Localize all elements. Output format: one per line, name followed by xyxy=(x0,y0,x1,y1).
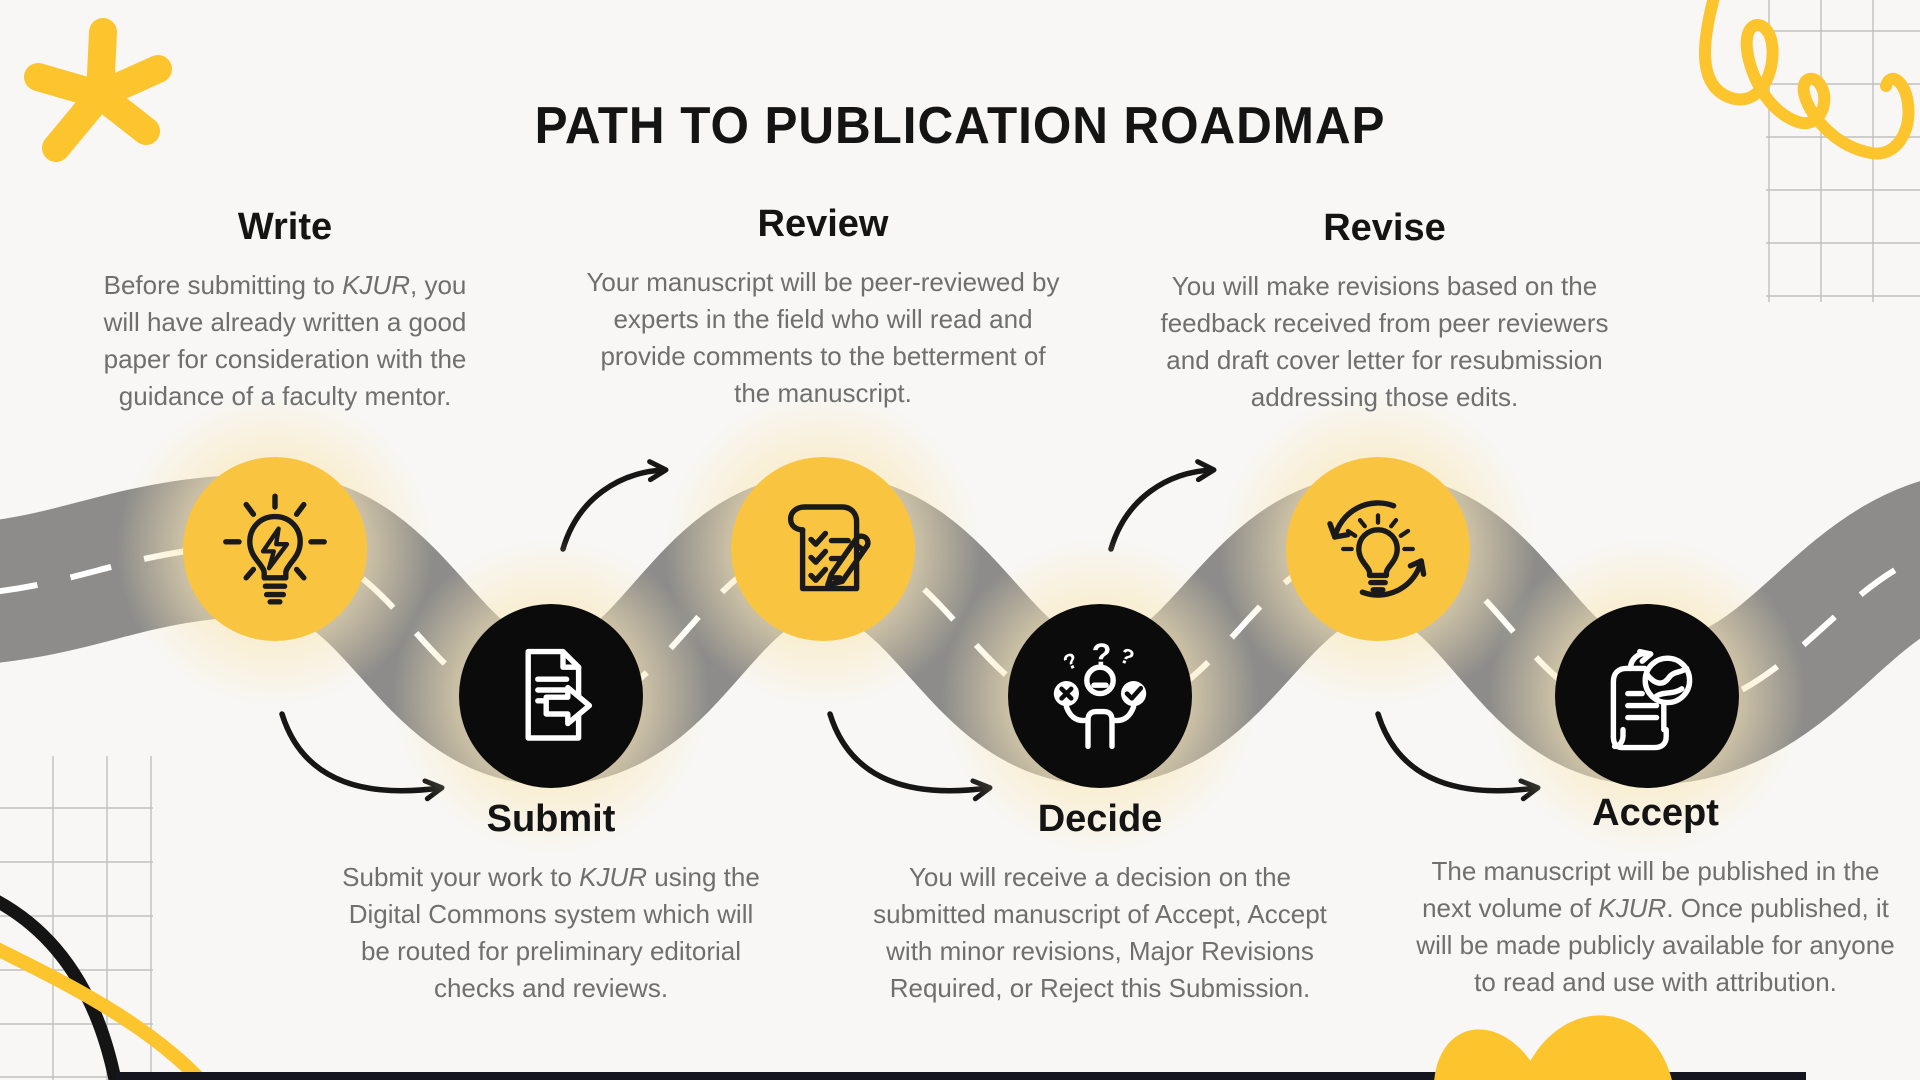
checklist-pencil-icon xyxy=(787,504,871,592)
black-arc-decoration xyxy=(0,895,122,1080)
step-submit-node xyxy=(459,604,643,788)
bottom-bar xyxy=(116,1072,1806,1080)
decision-person-icon: ? ? ? xyxy=(1053,637,1147,750)
step-decide-title: Decide xyxy=(1037,798,1163,840)
step-accept-description: The manuscript will be published in the … xyxy=(1416,856,1895,997)
step-accept-title: Accept xyxy=(1592,792,1719,834)
blob-decoration xyxy=(1433,1015,1676,1080)
lightbulb-cycle-icon xyxy=(1327,500,1427,598)
step-accept-text: Accept The manuscript will be published … xyxy=(1408,792,1903,1001)
squiggle-decoration xyxy=(1699,0,1915,160)
arrow-write-to-submit xyxy=(279,711,445,802)
step-decide-node: ? ? ? xyxy=(1008,604,1192,788)
step-decide-text: Decide You will receive a decision on th… xyxy=(850,798,1350,1007)
step-write-description: Before submitting to KJUR, you will have… xyxy=(103,270,467,411)
arrow-review-to-decide xyxy=(827,711,993,802)
step-submit-text: Submit Submit your work to KJUR using th… xyxy=(331,798,771,1007)
arrow-revise-to-accept xyxy=(1375,711,1541,802)
svg-text:?: ? xyxy=(1092,637,1112,673)
arrow-decide-to-revise xyxy=(1108,459,1217,552)
step-submit-title: Submit xyxy=(486,798,616,840)
step-revise-title: Revise xyxy=(1323,207,1446,249)
step-revise-description: You will make revisions based on the fee… xyxy=(1160,271,1609,412)
globe-document-icon xyxy=(1610,648,1693,751)
step-write-node xyxy=(183,457,367,641)
step-review-node xyxy=(731,457,915,641)
asterisk-decoration xyxy=(24,18,172,162)
step-revise-node xyxy=(1286,457,1470,641)
step-revise-text: Revise You will make revisions based on … xyxy=(1152,207,1617,416)
arrow-submit-to-review xyxy=(560,459,669,552)
step-decide-description: You will receive a decision on the submi… xyxy=(873,862,1327,1003)
yellow-arc-decoration xyxy=(0,942,210,1080)
svg-text:?: ? xyxy=(1059,647,1081,675)
page-title: PATH TO PUBLICATION ROADMAP xyxy=(534,97,1386,155)
svg-text:?: ? xyxy=(1116,642,1138,670)
step-review-description: Your manuscript will be peer-reviewed by… xyxy=(586,267,1060,408)
step-review-text: Review Your manuscript will be peer-revi… xyxy=(583,203,1063,412)
document-arrow-icon xyxy=(525,648,593,741)
lightbulb-zap-icon xyxy=(223,493,327,605)
step-write-title: Write xyxy=(237,206,333,248)
step-write-text: Write Before submitting to KJUR, you wil… xyxy=(85,206,485,415)
step-submit-description: Submit your work to KJUR using the Digit… xyxy=(342,862,760,1003)
step-review-title: Review xyxy=(757,203,889,245)
step-accept-node xyxy=(1555,604,1739,788)
